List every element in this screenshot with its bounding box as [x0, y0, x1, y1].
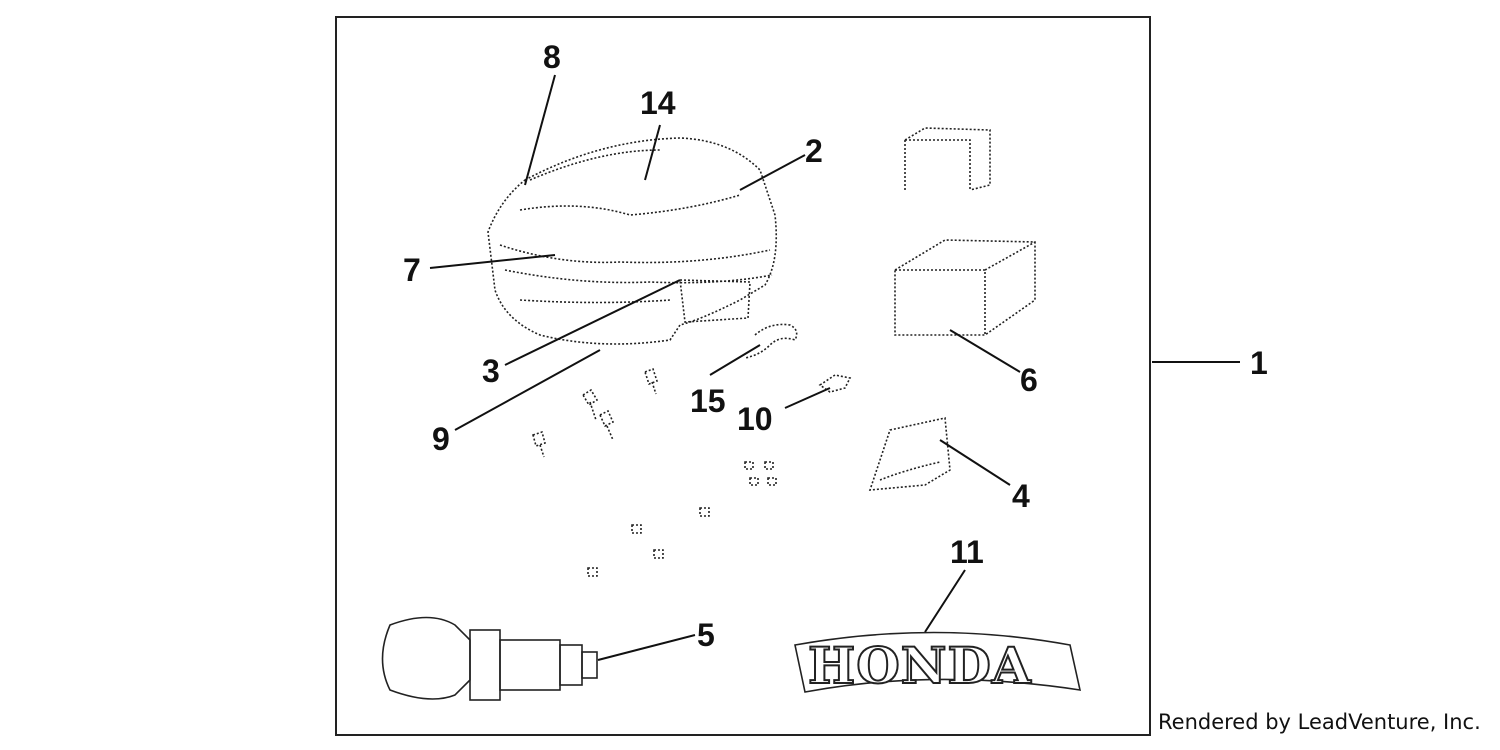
- callout-labels: 1 2 3 4 5 6 7 8 9 10 11 14 15: [403, 39, 1268, 653]
- callout-3: 3: [482, 353, 500, 389]
- callout-8: 8: [543, 39, 561, 75]
- leader-lines: [429, 74, 1240, 661]
- callout-4: 4: [1012, 478, 1030, 514]
- callout-15: 15: [690, 383, 726, 419]
- callout-6: 6: [1020, 362, 1038, 398]
- callout-9: 9: [432, 421, 450, 457]
- reflector-drawing: [868, 417, 951, 491]
- callout-1: 1: [1250, 345, 1268, 381]
- diagram-frame: [335, 16, 1151, 736]
- callout-10: 10: [737, 401, 773, 437]
- callout-11: 11: [950, 534, 984, 570]
- callout-2: 2: [805, 133, 823, 169]
- clips-drawing: [587, 461, 777, 577]
- render-credit: Rendered by LeadVenture, Inc.: [1158, 710, 1481, 734]
- honda-emblem: HONDA: [794, 631, 1082, 696]
- top-case-drawing: [487, 137, 778, 345]
- callout-14: 14: [640, 85, 676, 121]
- pads-drawing: [894, 127, 1036, 336]
- screws-drawing: [532, 367, 659, 458]
- lock-drawing: [381, 616, 598, 701]
- emblem-lettering: HONDA: [808, 636, 1032, 695]
- callout-5: 5: [697, 617, 715, 653]
- bracket-drawing: [744, 323, 798, 359]
- callout-7: 7: [403, 252, 421, 288]
